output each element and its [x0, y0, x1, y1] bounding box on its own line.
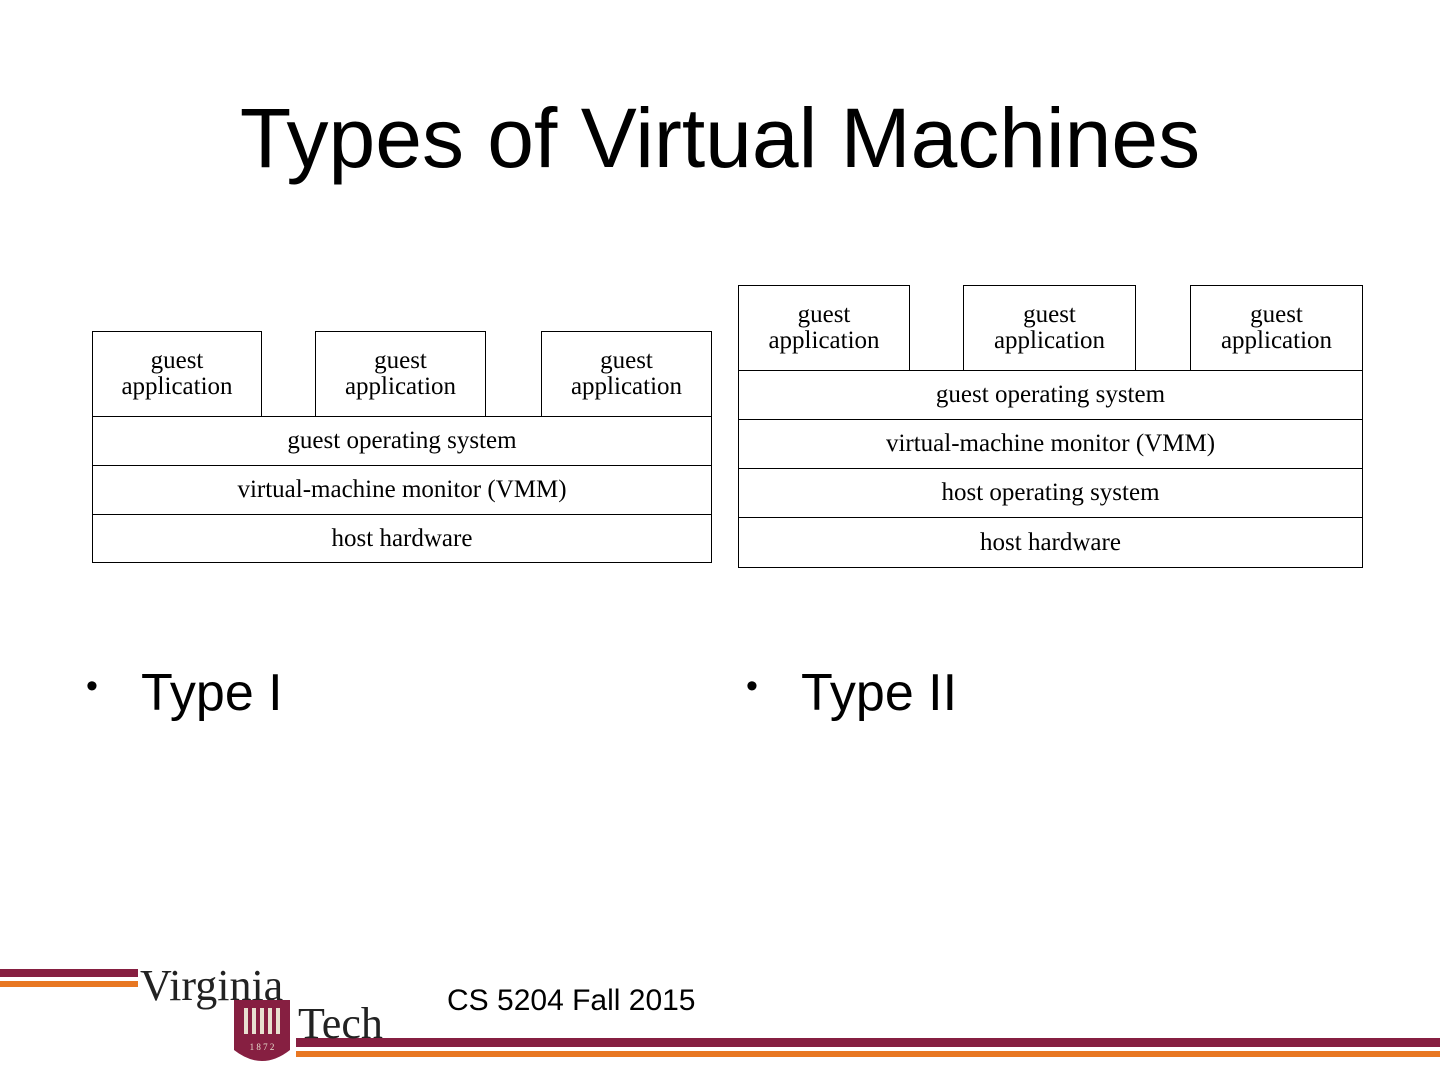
type1-host-hardware: host hardware: [92, 514, 712, 563]
type1-guest-os: guest operating system: [92, 416, 712, 466]
footer-stripe-left-orange: [0, 981, 138, 987]
footer-stripe-left-maroon: [0, 969, 138, 977]
type2-vmm: virtual-machine monitor (VMM): [738, 419, 1363, 469]
type2-host-hardware: host hardware: [738, 517, 1363, 568]
logo-shield-columns: [244, 1008, 280, 1034]
footer-course: CS 5204 Fall 2015: [447, 984, 696, 1017]
logo-word-tech: Tech: [298, 999, 383, 1048]
type2-guest-os: guest operating system: [738, 370, 1363, 420]
bullet-type1: Type I: [141, 664, 283, 722]
footer-stripe-right-orange: [296, 1051, 1440, 1057]
type1-vmm: virtual-machine monitor (VMM): [92, 465, 712, 515]
footer-stripe-right-maroon: [296, 1038, 1440, 1047]
type2-host-os: host operating system: [738, 468, 1363, 518]
virginia-tech-logo: Virginia 1 8 7 2 Tech: [140, 961, 383, 1061]
logo-year: 1 8 7 2: [250, 1042, 275, 1052]
bullet-type2: Type II: [801, 664, 958, 722]
slide-title: Types of Virtual Machines: [239, 91, 1201, 185]
bullet-dot-2: •: [746, 667, 758, 705]
bullet-dot-1: •: [86, 667, 98, 705]
